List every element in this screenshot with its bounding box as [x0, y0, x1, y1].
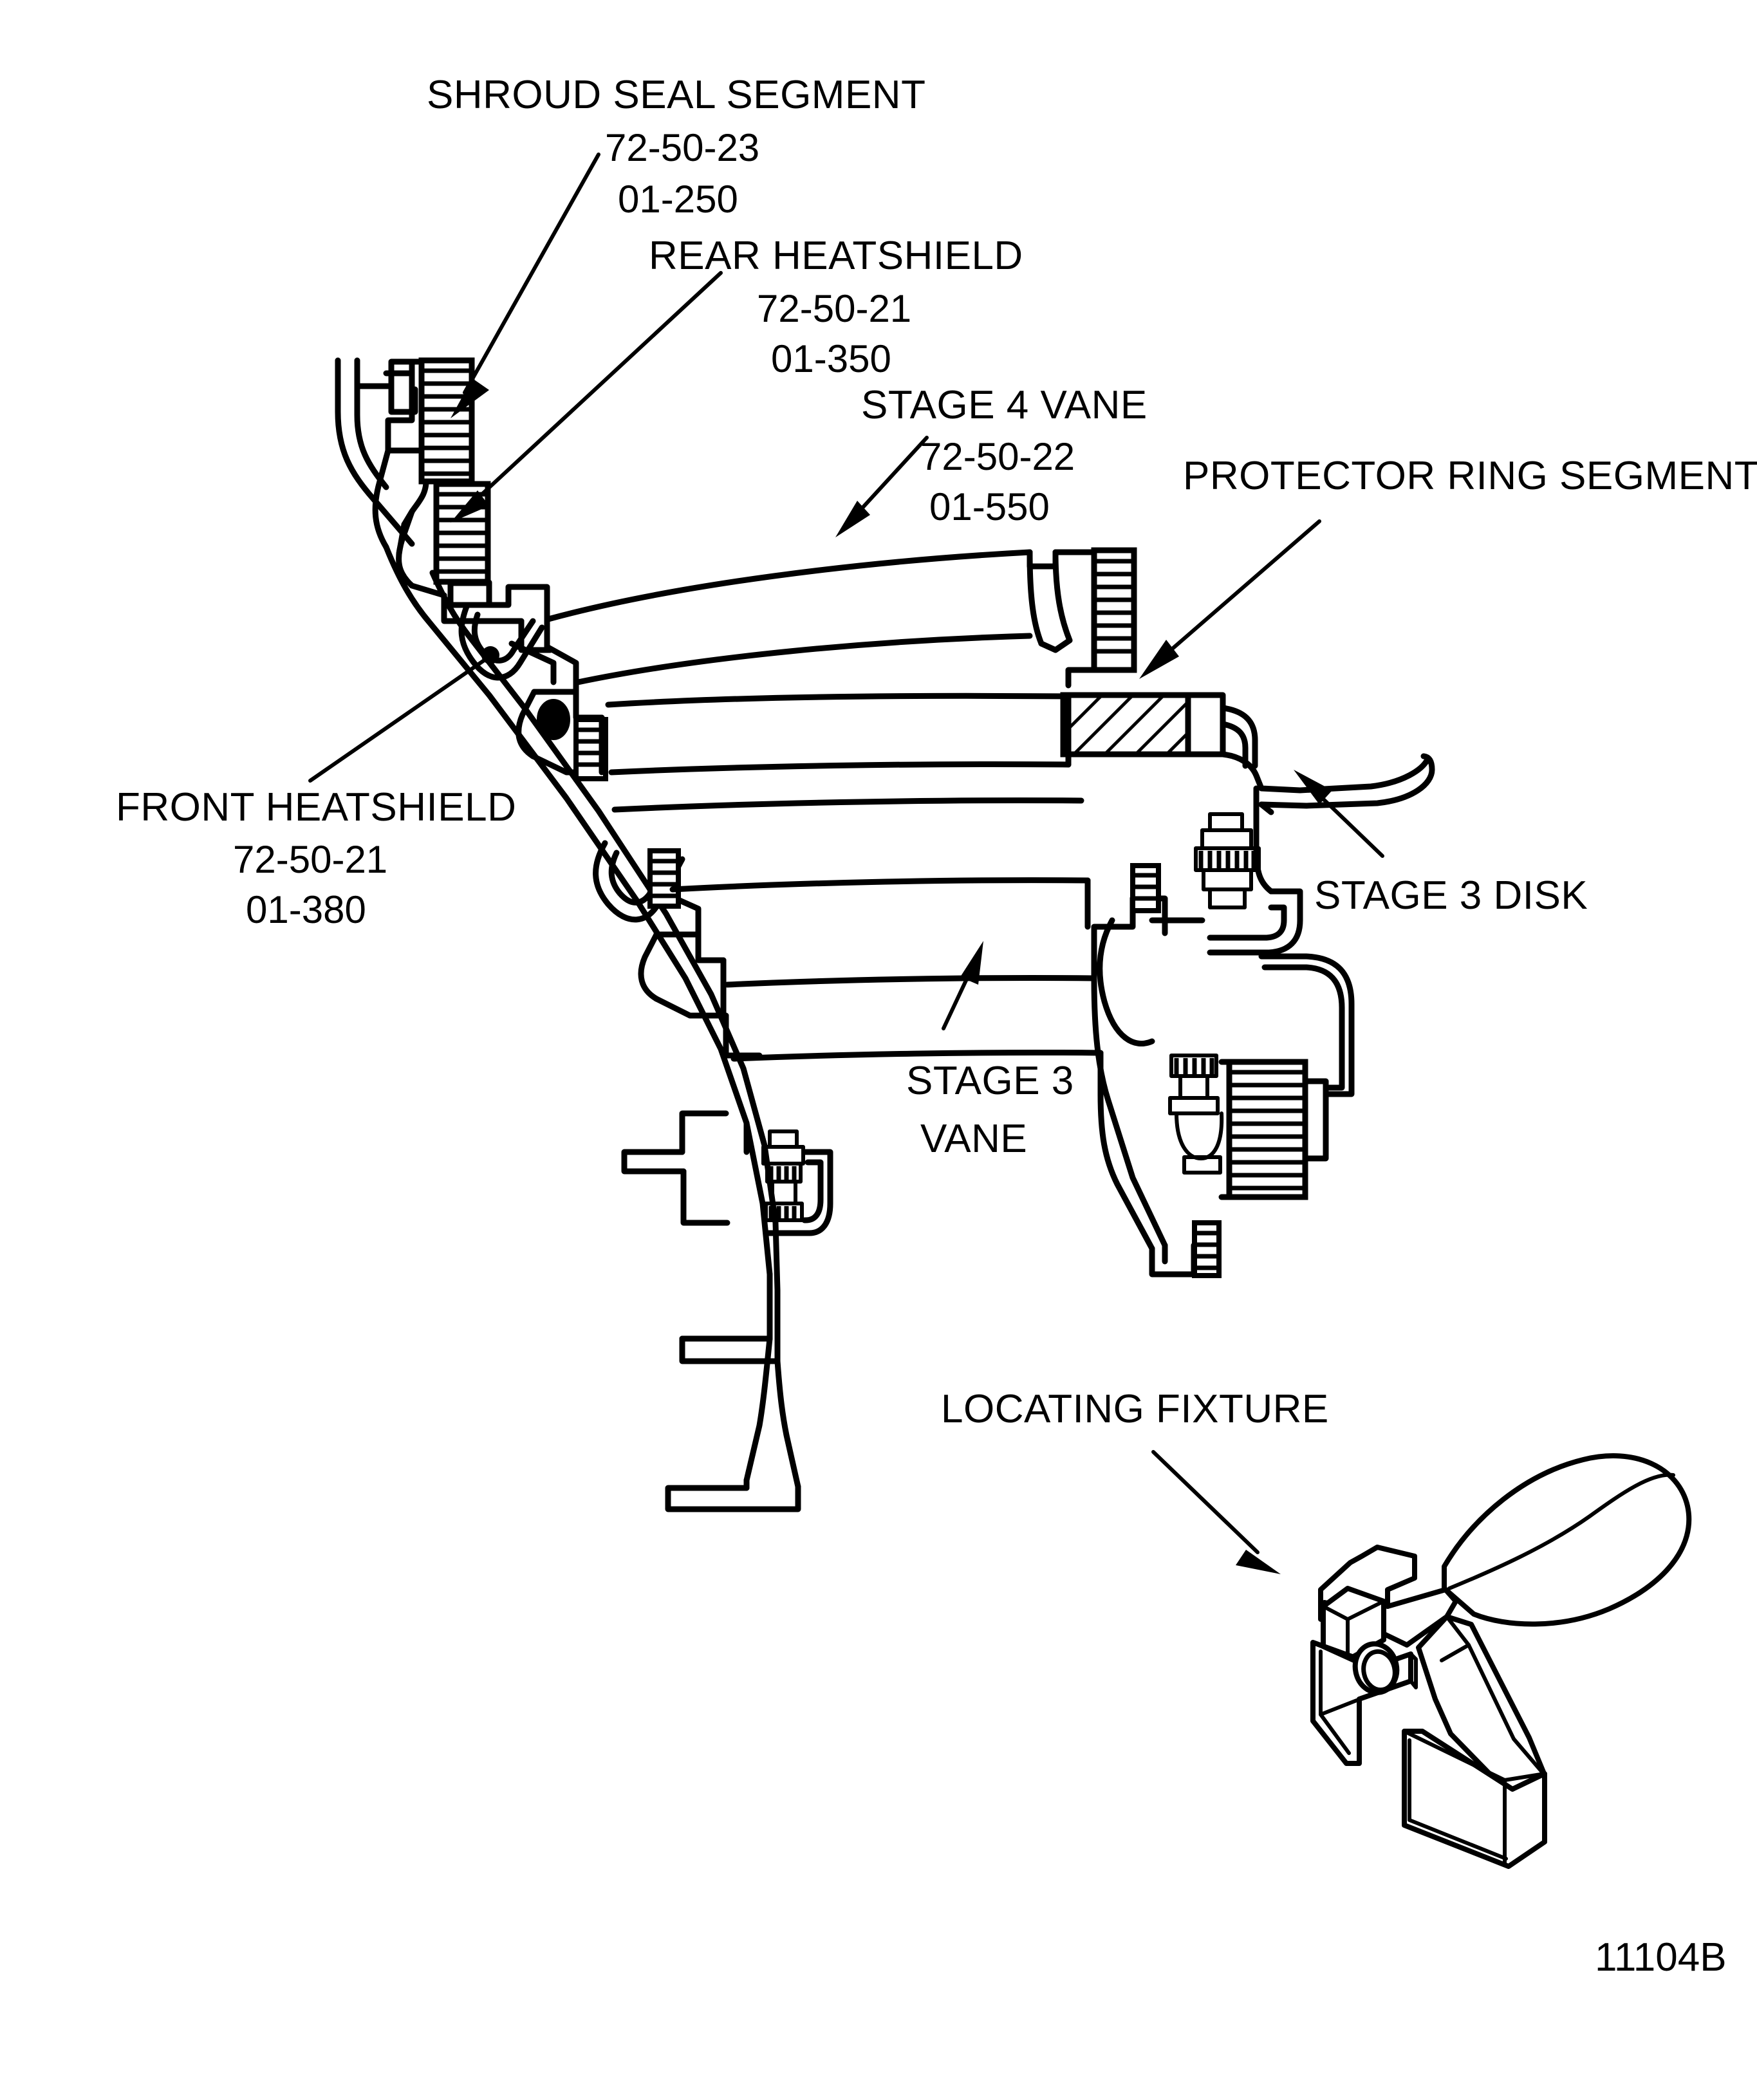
label-rear-heatshield: REAR HEATSHIELD [649, 234, 1023, 278]
arrowhead-stage-3-disk [1294, 770, 1332, 804]
leader-shroud-seal-segment [451, 153, 600, 418]
stage4-vane-serrations [1091, 547, 1137, 673]
serration-strip-bottom-right [1192, 1220, 1222, 1278]
label-shroud-seal-number-2: 01-250 [618, 178, 738, 221]
label-rear-heatshield-number-1: 72-50-21 [757, 287, 911, 330]
leader-protector-ring-segment [1139, 519, 1321, 679]
label-stage-4-vane: STAGE 4 VANE [861, 383, 1148, 427]
bolt-lower [1168, 1054, 1224, 1175]
protector-ring-segment-part [1060, 692, 1258, 769]
stage-3-vane-inner-band [724, 974, 1104, 1062]
arrowhead-stage-4-vane [835, 501, 870, 537]
interior-detail-lines [599, 714, 763, 1226]
seal-ring-black [537, 699, 570, 740]
shroud-seal-serrations-upper [418, 357, 475, 485]
leader-dot-front-heatshield [481, 646, 499, 664]
label-front-heatshield-number-1: 72-50-21 [233, 838, 387, 881]
mid-serration-strip-2 [647, 848, 681, 909]
stage-3-disk-serrations [1226, 1059, 1308, 1200]
leader-locating-fixture [1151, 1450, 1281, 1574]
label-stage-3-vane-line-2: VANE [920, 1117, 1027, 1161]
rear-heatshield-part [372, 447, 553, 653]
arrowhead-rear-heatshield [451, 490, 489, 523]
protector-ring-hatched-block [1060, 692, 1191, 757]
label-shroud-seal-number-1: 72-50-23 [605, 126, 759, 169]
label-front-heatshield: FRONT HEATSHIELD [116, 785, 516, 830]
leader-front-heatshield [308, 646, 499, 783]
leader-lines-group [308, 153, 1384, 1574]
stage-4-vane-part [545, 547, 1137, 689]
label-front-heatshield-number-2: 01-380 [246, 888, 366, 931]
disk-and-bolt-assembly [1084, 812, 1355, 1278]
figure-reference-number: 11104B [1595, 1935, 1727, 1980]
label-stage-4-vane-number-2: 01-550 [929, 485, 1050, 528]
arrowhead-shroud-seal [451, 378, 489, 418]
locating-fixture-tool [1310, 1453, 1692, 1869]
label-shroud-seal-segment: SHROUD SEAL SEGMENT [427, 73, 925, 117]
leader-stage-4-vane [835, 436, 929, 537]
turbine-cross-section [335, 357, 1435, 1512]
leader-stage-3-disk [1294, 770, 1384, 858]
leader-stage-3-vane [942, 941, 983, 1030]
shroud-seal-segment-part [335, 357, 491, 586]
label-rear-heatshield-number-2: 01-350 [771, 337, 891, 380]
label-protector-ring-segment: PROTECTOR RING SEGMENT [1183, 454, 1757, 498]
arrowhead-stage-3-vane [960, 941, 983, 985]
stage-3-vane-outer-band [611, 797, 1091, 893]
lower-left-assembly [621, 1120, 833, 1512]
shroud-seal-serrations-lower [433, 481, 491, 585]
inner-casing-wall [383, 544, 781, 1364]
label-stage-4-vane-number-1: 72-50-22 [920, 435, 1075, 478]
fixture-handle [1442, 1453, 1692, 1627]
bolt-upper [1194, 812, 1261, 909]
label-stage-3-disk: STAGE 3 DISK [1314, 873, 1588, 918]
label-locating-fixture: LOCATING FIXTURE [941, 1387, 1329, 1431]
arrowhead-locating-fixture [1236, 1550, 1281, 1574]
fixture-hole-inner [1361, 1649, 1397, 1693]
leader-rear-heatshield [451, 271, 723, 523]
callout-labels: SHROUD SEAL SEGMENT 72-50-23 01-250 REAR… [116, 73, 1757, 1980]
label-stage-3-vane-line-1: STAGE 3 [906, 1059, 1074, 1103]
arrowhead-protector-ring [1139, 640, 1179, 679]
serration-strip-right-1 [1130, 863, 1161, 913]
